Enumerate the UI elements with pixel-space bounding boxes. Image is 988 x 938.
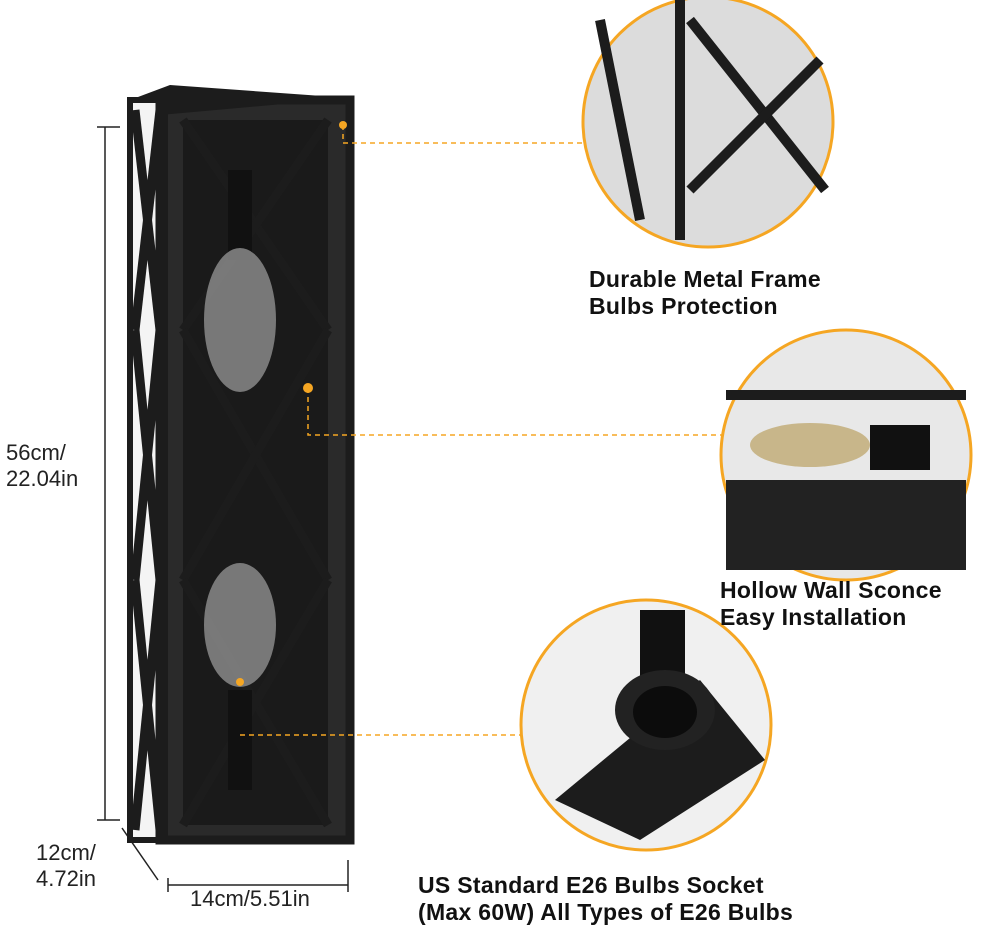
detail-hollow-circle	[719, 328, 973, 582]
callout-frame-line1: Durable Metal Frame	[589, 266, 821, 292]
depth-label: 12cm/ 4.72in	[36, 840, 96, 892]
height-label: 56cm/ 22.04in	[6, 440, 78, 492]
callout-socket-line1: US Standard E26 Bulbs Socket	[418, 872, 764, 898]
height-cm: 56cm/	[6, 440, 66, 465]
callout-hollow: Hollow Wall Sconce Easy Installation	[720, 577, 942, 631]
callout-frame: Durable Metal Frame Bulbs Protection	[589, 266, 821, 320]
width-dimension-line	[167, 860, 349, 892]
wall-sconce-lamp	[127, 85, 355, 845]
depth-in: 4.72in	[36, 866, 96, 891]
callout-hollow-line2: Easy Installation	[720, 604, 907, 630]
callout-socket: US Standard E26 Bulbs Socket (Max 60W) A…	[418, 872, 793, 926]
callout-hollow-line1: Hollow Wall Sconce	[720, 577, 942, 603]
detail-frame-circle	[581, 0, 835, 249]
height-dimension-line	[97, 126, 120, 821]
detail-socket-circle	[519, 598, 773, 852]
callout-frame-line2: Bulbs Protection	[589, 293, 778, 319]
height-in: 22.04in	[6, 466, 79, 491]
callout-lines	[240, 125, 722, 736]
depth-cm: 12cm/	[36, 840, 96, 865]
width-label: 14cm/5.51in	[190, 886, 310, 911]
callout-socket-line2: (Max 60W) All Types of E26 Bulbs	[418, 899, 794, 925]
